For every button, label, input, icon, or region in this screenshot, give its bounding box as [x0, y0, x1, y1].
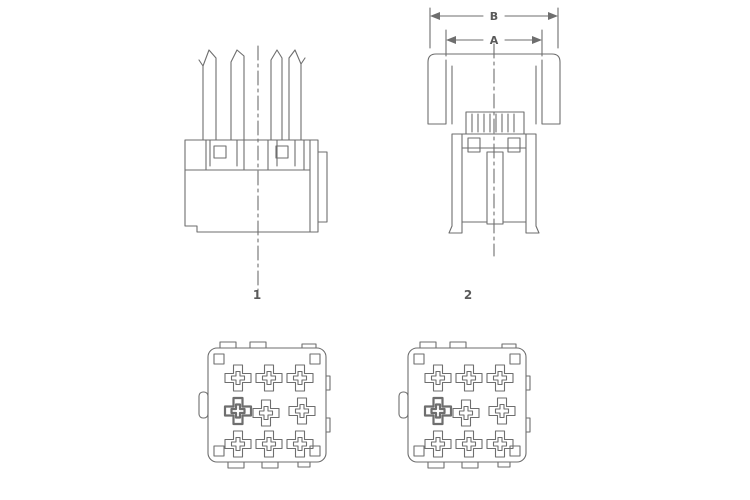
arrowhead-right-icon	[532, 36, 542, 44]
dimension-b: B	[429, 7, 559, 49]
front-view: B A 2	[427, 7, 561, 302]
cavity-face-right	[399, 342, 530, 468]
side-view-latch-fingers	[198, 49, 306, 167]
arrowhead-left-icon	[446, 36, 456, 44]
dimension-a-extension-lines	[445, 29, 543, 57]
front-view-contact-comb	[465, 111, 525, 135]
dimension-a: A	[445, 29, 543, 57]
side-view: 1	[184, 45, 328, 302]
side-view-housing	[184, 139, 328, 233]
view2-number-label: 2	[464, 288, 472, 302]
arrowhead-left-icon	[430, 12, 440, 20]
dimension-a-label: A	[490, 34, 499, 47]
arrowhead-right-icon	[548, 12, 558, 20]
view1-number-label: 1	[253, 288, 261, 302]
front-view-lower-body	[448, 133, 540, 234]
dimension-b-label: B	[490, 10, 498, 23]
cavity-face-left	[199, 342, 330, 468]
dimension-b-extension-lines	[429, 7, 559, 49]
